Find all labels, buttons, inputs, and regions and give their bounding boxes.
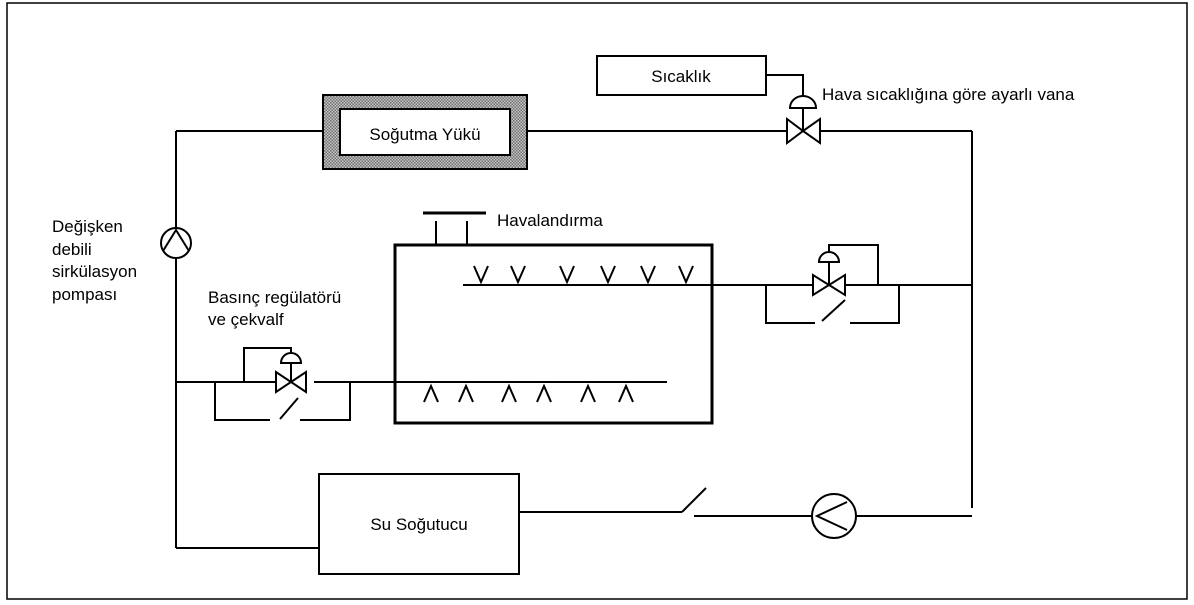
diagram-frame	[6, 2, 1188, 600]
temperature-valve-icon	[786, 95, 821, 145]
bottom-check-valve-icon	[681, 487, 707, 513]
return-pump-icon	[811, 493, 857, 539]
regulator-label-line2: ve çekvalf	[208, 310, 284, 329]
ventilation-label: Havalandırma	[497, 211, 603, 230]
pressure-regulator-right-icon	[765, 244, 900, 324]
cooling-load-box: Soğutma Yükü	[322, 94, 528, 170]
pressure-regulator-left-icon	[214, 347, 351, 421]
temperature-box: Sıcaklık	[596, 55, 767, 96]
temp-valve-label: Hava sıcaklığına göre ayarlı vana	[822, 85, 1075, 104]
pump-label-line1: Değişken	[52, 217, 123, 236]
temperature-label: Sıcaklık	[651, 67, 711, 86]
temperature-signal-line	[766, 74, 804, 100]
circulation-pump-icon	[160, 227, 192, 259]
cooling-load-label: Soğutma Yükü	[369, 125, 480, 144]
pump-label-line2: debili	[52, 240, 92, 259]
regulator-label-line1: Basınç regülatörü	[208, 288, 341, 307]
pump-label-line3: sirkülasyon	[52, 262, 137, 281]
spray-tank	[393, 243, 714, 425]
upper-spray-nozzles	[473, 265, 694, 285]
piping	[175, 130, 973, 549]
lower-spray-nozzles	[423, 383, 634, 403]
ventilation-stack	[423, 211, 486, 245]
chiller-label: Su Soğutucu	[370, 515, 467, 534]
water-chiller-box: Su Soğutucu	[318, 473, 520, 575]
pump-label-line4: pompası	[52, 285, 117, 304]
